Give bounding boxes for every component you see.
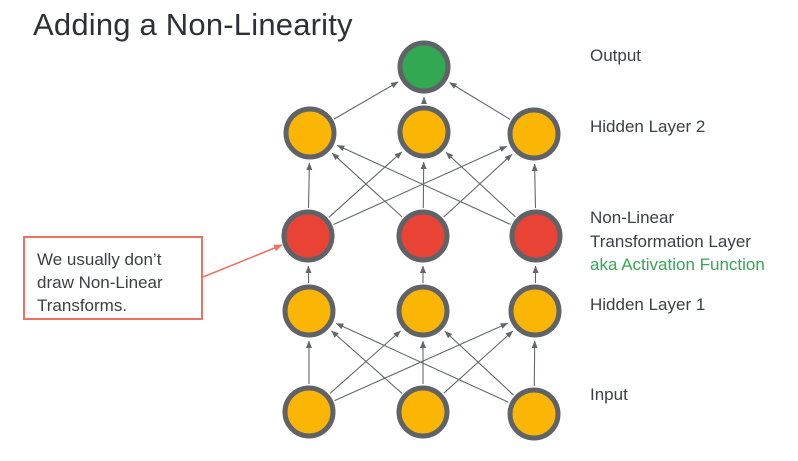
node-nl-3 (509, 209, 563, 263)
edge-in-1-h1-2 (329, 330, 401, 394)
edge-nl-1-h2-2 (328, 151, 403, 218)
node-h2-3 (507, 107, 561, 161)
node-output (397, 40, 451, 94)
edge-in-3-h1-1 (335, 322, 509, 403)
nodes-layer (281, 40, 563, 441)
node-h1-2 (396, 284, 450, 338)
nonlinear-label-line2: Transformation Layer (590, 231, 751, 251)
annotation-arrow-layer (202, 244, 283, 278)
annotation-callout-box: We usually don’t draw Non-Linear Transfo… (23, 236, 203, 320)
callout-line1: We usually don’t (37, 250, 162, 269)
layer-label-output: Output (590, 46, 642, 65)
edge-in-3-h1-2 (444, 330, 514, 396)
edge-nl-1-h2-3 (333, 145, 508, 226)
page-title: Adding a Non-Linearity (33, 7, 353, 42)
node-in-2 (396, 385, 450, 439)
node-nl-1 (281, 209, 335, 263)
node-h2-2 (397, 105, 451, 159)
nonlinear-label-line3: aka Activation Function (590, 255, 765, 274)
edges-layer (305, 81, 539, 403)
node-h1-3 (508, 284, 562, 338)
edge-nl-2-h2-1 (331, 152, 403, 218)
edge-in-2-h1-1 (331, 330, 403, 394)
layer-label-hidden2: Hidden Layer 2 (590, 117, 706, 136)
nonlinear-label-line1: Non-Linear (590, 208, 675, 227)
layer-label-nonlinear: Non-Linear Transformation Layer aka Acti… (590, 206, 765, 277)
annotation-arrow (202, 244, 283, 278)
edge-h2-3-output (449, 82, 511, 120)
edge-nl-2-h2-3 (443, 153, 513, 218)
edge-nl-1-h2-1 (306, 162, 313, 209)
node-h2-1 (283, 106, 337, 160)
layer-label-input: Input (590, 385, 628, 404)
edge-nl-3-h2-2 (445, 151, 516, 218)
edge-nl-3-h2-1 (336, 144, 511, 225)
edge-nl-3-h2-3 (531, 163, 538, 209)
node-in-1 (282, 385, 336, 439)
callout-line3: Transforms. (37, 296, 128, 315)
edge-h2-1-output (333, 81, 399, 120)
node-h1-1 (282, 284, 336, 338)
node-nl-2 (396, 209, 450, 263)
layer-label-hidden1: Hidden Layer 1 (590, 295, 706, 314)
node-in-3 (507, 387, 561, 441)
callout-line2: draw Non-Linear (37, 273, 163, 292)
